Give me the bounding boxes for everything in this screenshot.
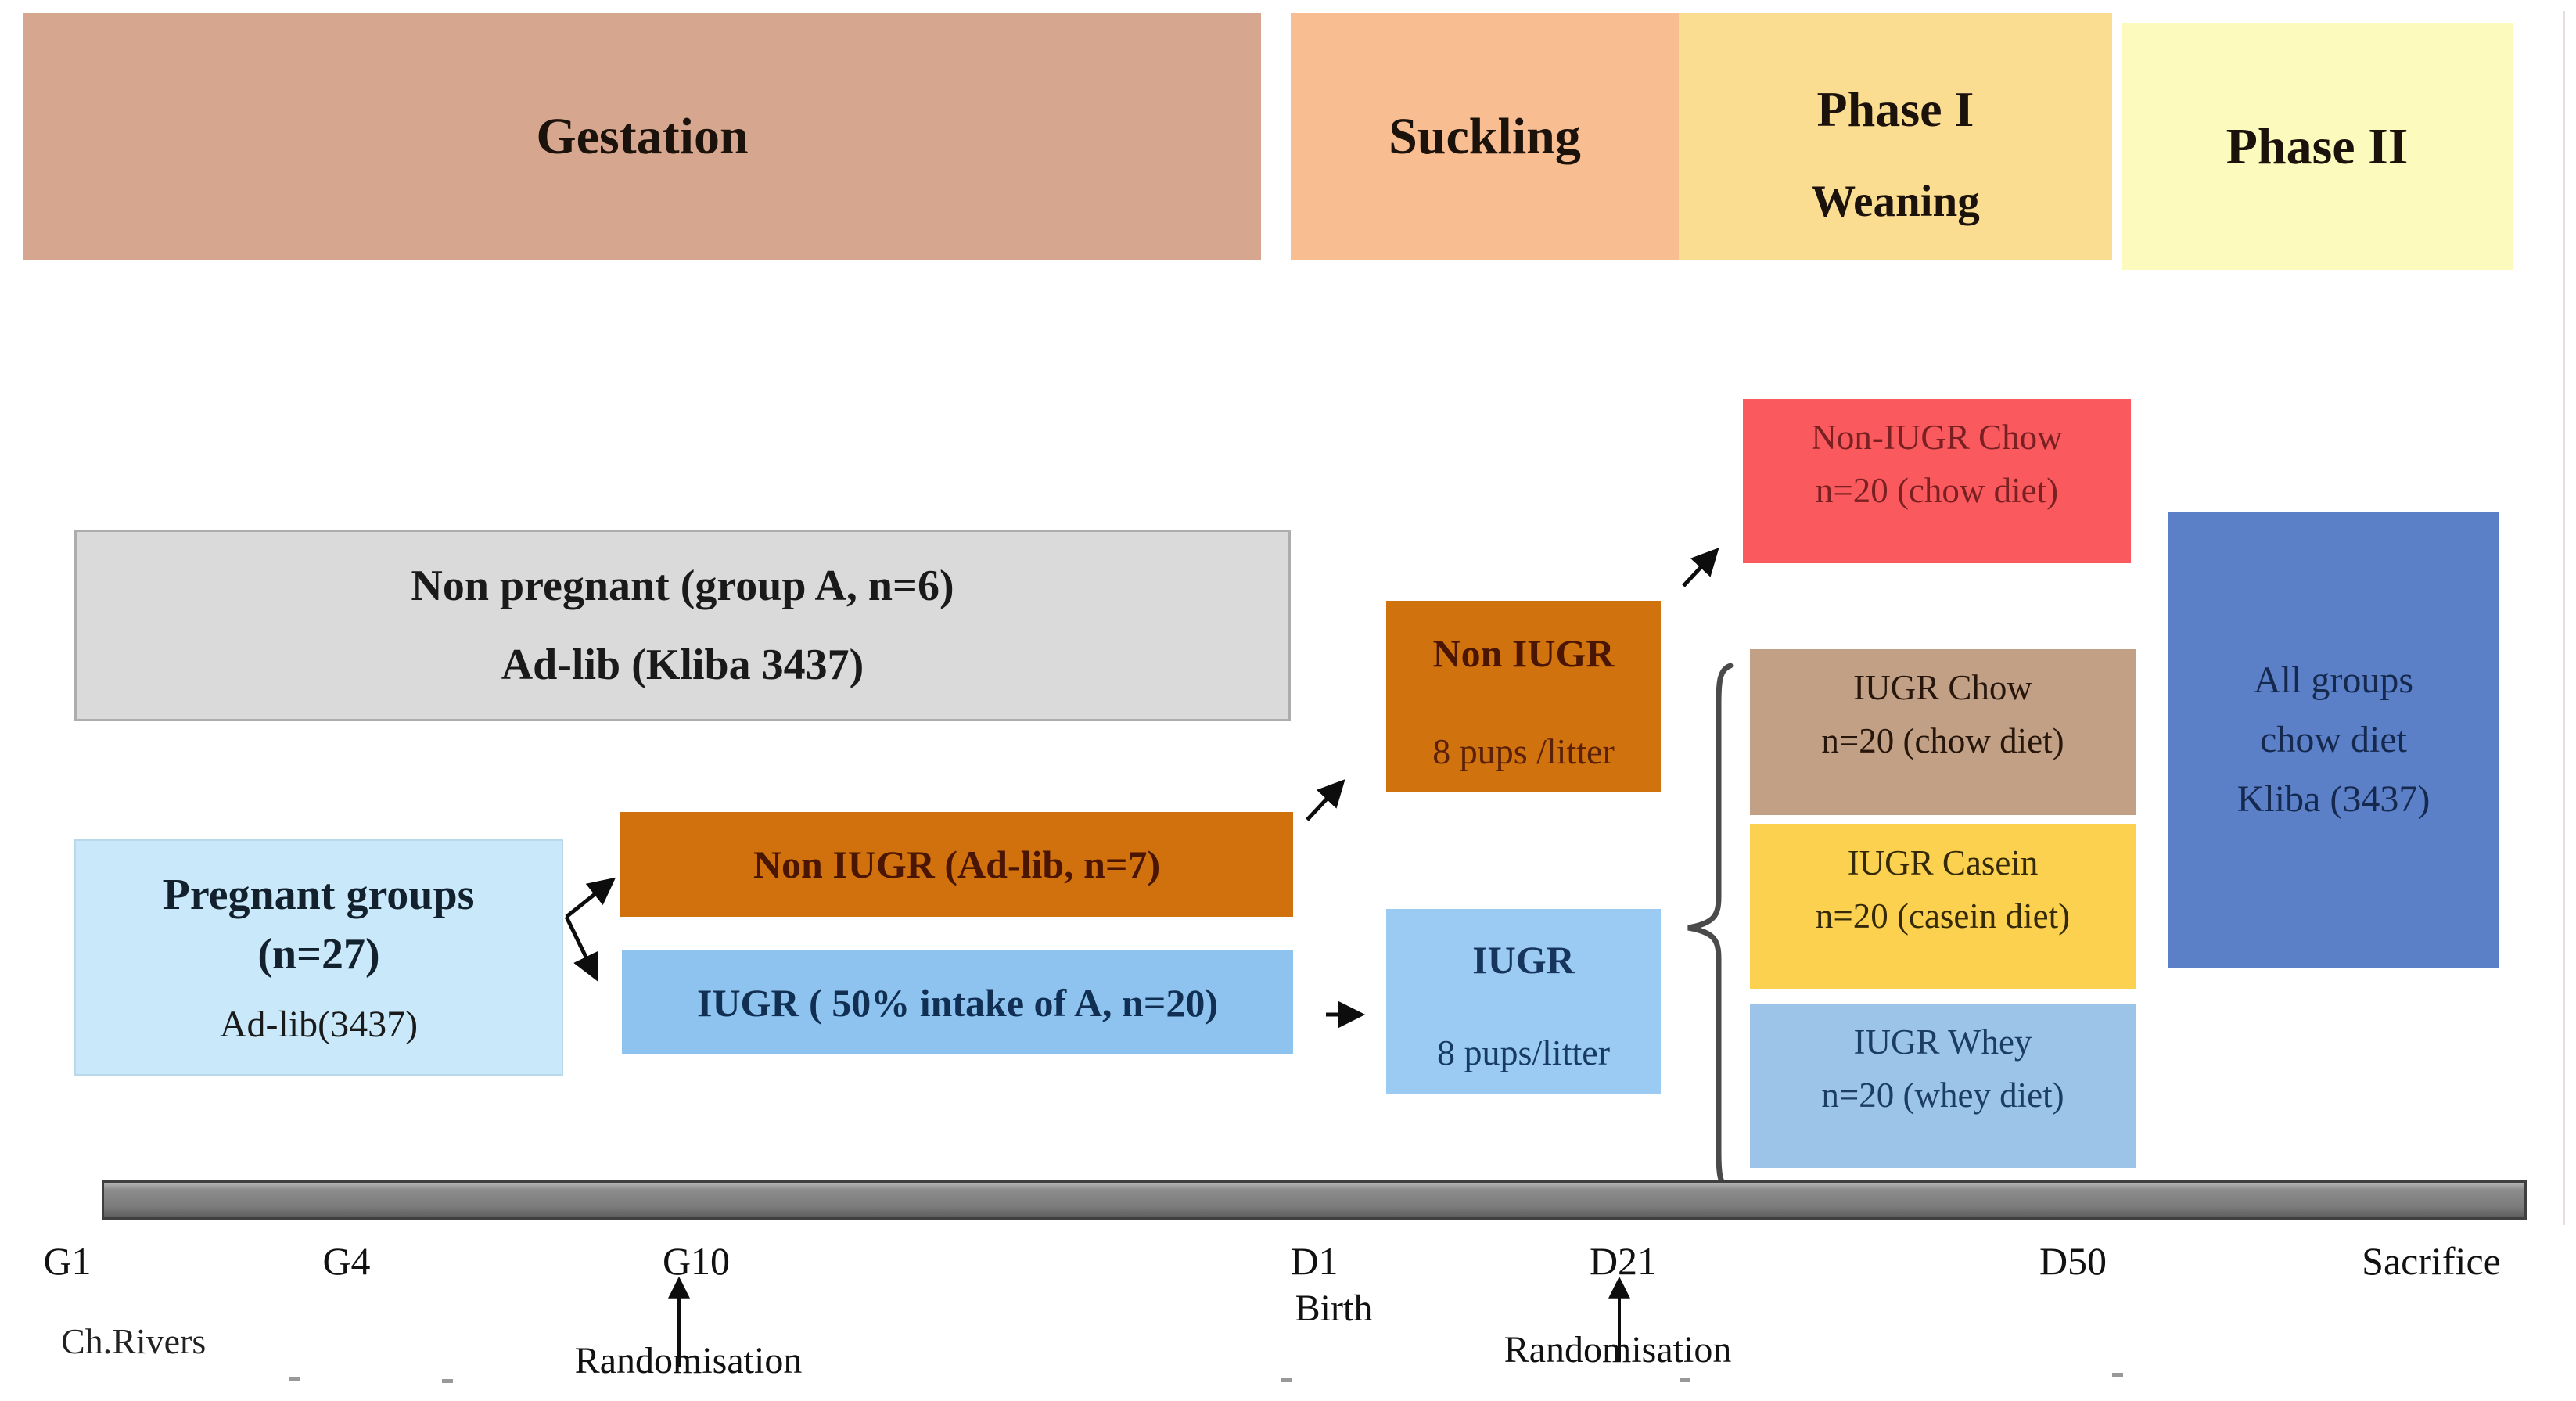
timeline-tick-g10: G10 [662,1239,731,1283]
phase-label-suckling: Suckling [1389,107,1581,165]
birth-label: Birth [1295,1288,1373,1329]
phase-band-suckling: Suckling [1291,13,1679,260]
iugr-casein-box: IUGR Casein n=20 (casein diet) [1750,824,2136,989]
arrow-pregnant-to-noniugr [565,877,616,918]
non-iugr-chow-line1: Non-IUGR Chow [1811,418,2063,457]
phase-band-gestation: Gestation [23,13,1261,260]
non-iugr-chow-line2: n=20 (chow diet) [1815,470,2059,510]
phase-label-phase2: Phase II [2226,117,2409,175]
arrow-litter-to-chow [1682,548,1719,587]
timeline-bar [102,1180,2527,1220]
bottom-tick [1680,1378,1690,1382]
timeline-tick-g4: G4 [322,1239,371,1283]
iugr-branch-label: IUGR ( 50% intake of A, n=20) [696,980,1218,1025]
bottom-tick [1281,1378,1292,1382]
non-pregnant-group-box: Non pregnant (group A, n=6) Ad-lib (Klib… [74,530,1291,721]
iugr-chow-line1: IUGR Chow [1853,668,2032,707]
iugr-casein-line1: IUGR Casein [1847,843,2039,882]
non-iugr-chow-box: Non-IUGR Chow n=20 (chow diet) [1743,399,2131,563]
iugr-whey-line2: n=20 (whey diet) [1821,1075,2064,1115]
all-groups-line3: Kliba (3437) [2236,778,2430,820]
non-pregnant-line1: Non pregnant (group A, n=6) [411,562,954,610]
all-groups-line1: All groups [2254,659,2413,702]
iugr-litter-box: IUGR 8 pups/litter [1386,909,1661,1094]
non-iugr-litter-line1: Non IUGR [1432,631,1615,675]
all-groups-box: All groups chow diet Kliba (3437) [2168,512,2499,968]
pregnant-line1: Pregnant groups [163,870,475,919]
pregnant-line3: Ad-lib(3437) [219,1003,419,1045]
iugr-litter-line1: IUGR [1472,938,1575,982]
iugr-whey-box: IUGR Whey n=20 (whey diet) [1750,1004,2136,1168]
pregnant-line2: (n=27) [257,929,380,979]
non-iugr-branch-box: Non IUGR (Ad-lib, n=7) [620,812,1293,917]
iugr-branch-box: IUGR ( 50% intake of A, n=20) [622,950,1293,1054]
credit-label: Ch.Rivers [61,1321,207,1361]
non-pregnant-line2: Ad-lib (Kliba 3437) [501,641,864,689]
timeline-tick-d1: D1 [1290,1239,1338,1283]
arrow-noniugr-to-litter [1306,779,1345,821]
iugr-casein-line2: n=20 (casein diet) [1815,896,2071,936]
non-iugr-litter-box: Non IUGR 8 pups /litter [1386,601,1661,792]
bottom-tick [442,1379,453,1383]
phase-label-gestation: Gestation [536,107,749,165]
iugr-whey-line1: IUGR Whey [1853,1022,2032,1062]
timeline-tick-d21: D21 [1589,1239,1658,1283]
iugr-litter-line2: 8 pups/litter [1436,1033,1611,1072]
phase-label-weaning: Weaning [1811,177,1980,226]
timeline-tick-g1: G1 [43,1239,92,1283]
phase-label-phase1: Phase I [1816,81,1974,137]
bottom-tick [289,1377,300,1381]
non-iugr-litter-line2: 8 pups /litter [1432,731,1615,771]
non-iugr-branch-label: Non IUGR (Ad-lib, n=7) [753,842,1161,886]
iugr-chow-box: IUGR Chow n=20 (chow diet) [1750,649,2136,815]
timeline-tick-d50: D50 [2039,1239,2107,1283]
right-edge-line [2563,11,2565,1225]
randomisation-d21-label: Randomisation [1504,1329,1732,1370]
pregnant-groups-box: Pregnant groups (n=27) Ad-lib(3437) [74,839,563,1076]
phase-band-phase2: Phase II [2122,23,2513,270]
timeline-tick-sacrifice: Sacrifice [2362,1239,2501,1283]
bottom-tick [2112,1373,2123,1377]
all-groups-line2: chow diet [2260,719,2407,761]
iugr-chow-line2: n=20 (chow diet) [1821,720,2064,760]
randomisation-g10-label: Randomisation [574,1340,803,1381]
arrow-pregnant-to-iugr [564,915,598,982]
iugr-diets-brace [1687,663,1734,1193]
phase-band-phase1: Phase I Weaning [1679,13,2112,260]
